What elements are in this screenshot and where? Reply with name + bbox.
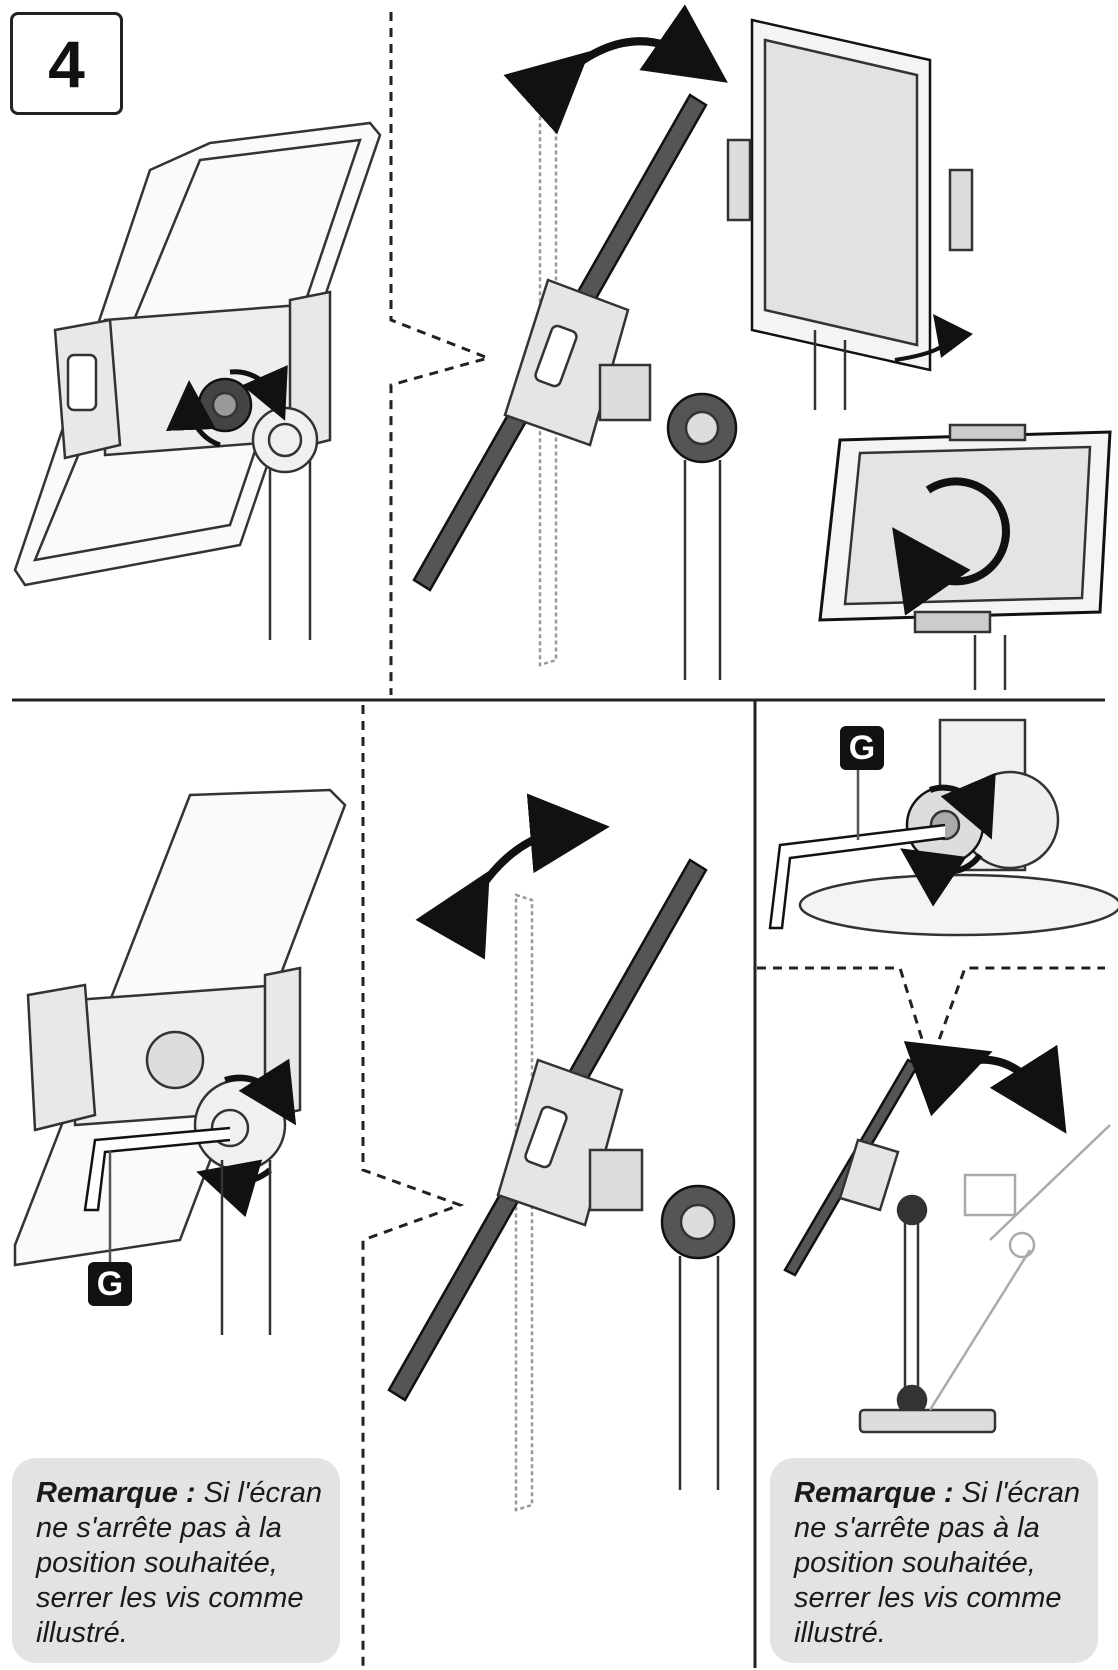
ghost-tablet <box>514 893 534 1512</box>
fold-arrow <box>903 1041 1067 1134</box>
tighten-arrow-up <box>929 772 996 840</box>
note-left-lead: Remarque : <box>36 1477 196 1509</box>
rotate-arrow-down <box>166 380 221 448</box>
note-left: Remarque : Si l'écran ne s'arrête pas à … <box>12 1458 340 1663</box>
tilt-arrow <box>415 793 610 960</box>
dashed-callout-top <box>389 12 493 695</box>
dashed-callout-bottom-left <box>361 705 465 1668</box>
panel-4-hex-key <box>13 788 347 1335</box>
note-left-text: Si l'écran ne s'arrête pas à la position… <box>36 1477 322 1649</box>
label-g-hex-key-top: G <box>840 726 884 770</box>
rotate-arrow-up <box>229 365 288 421</box>
panel-6-hex-detail <box>768 718 1118 937</box>
dashed-callout-bottom-right <box>757 966 1105 1070</box>
panel-7-stand-fold <box>783 1041 1111 1434</box>
hex-key <box>768 823 946 930</box>
rotate-circle-arrow <box>892 477 1010 616</box>
ball-joint <box>251 406 319 474</box>
tilt-arrow <box>503 4 728 135</box>
panel-3-rotate <box>726 18 1112 690</box>
panel-5-tilt-side <box>387 793 736 1512</box>
tighten-arrow-up <box>224 1058 297 1126</box>
note-right: Remarque : Si l'écran ne s'arrête pas à … <box>770 1458 1098 1663</box>
label-g-hex-key-bottom: G <box>88 1262 132 1306</box>
tighten-arrow-down <box>196 1159 272 1218</box>
panel-1-tablet-knob <box>13 121 382 640</box>
step-number-box: 4 <box>10 12 123 115</box>
base <box>858 1408 997 1434</box>
note-right-lead: Remarque : <box>794 1477 954 1509</box>
tighten-arrow-down <box>900 848 983 907</box>
panel-2-tilt-side <box>412 4 738 680</box>
hex-key <box>83 1126 231 1212</box>
note-right-text: Si l'écran ne s'arrête pas à la position… <box>794 1477 1080 1649</box>
